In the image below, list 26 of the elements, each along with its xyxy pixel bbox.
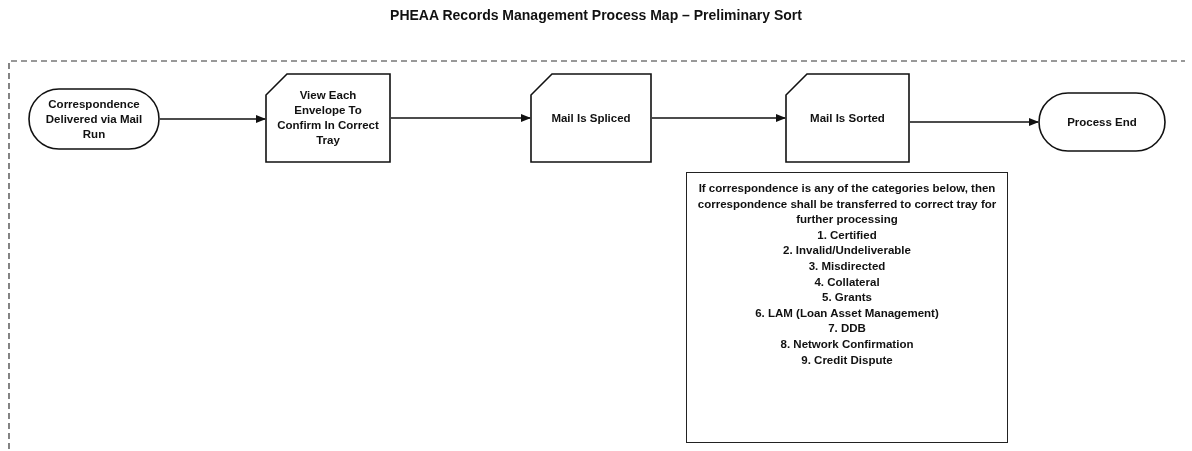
arrow xyxy=(159,115,266,123)
node-label: Process End xyxy=(1066,114,1138,130)
list-item: 5. Grants xyxy=(822,290,872,306)
list-item: 3. Misdirected xyxy=(808,258,886,274)
manual-operation-card xyxy=(785,73,910,163)
arrow xyxy=(909,118,1039,126)
node-label: Mail Is Spliced xyxy=(550,110,632,126)
arrow xyxy=(651,114,786,122)
terminator-shape xyxy=(28,88,160,150)
arrow xyxy=(390,114,531,122)
note-box xyxy=(686,172,1008,443)
diagram-title: PHEAA Records Management Process Map – Preliminary Sort xyxy=(389,7,803,23)
list-item: 8. Network Confirmation xyxy=(780,336,914,352)
list-item: 1. Certified xyxy=(817,227,877,243)
list-item: 2. Invalid/Undeliverable xyxy=(783,243,911,259)
list-item: 6. LAM (Loan Asset Management) xyxy=(755,305,939,321)
manual-operation-card xyxy=(265,73,391,163)
node-label: View Each Envelope To Confirm In Correct Tray xyxy=(276,88,380,148)
list-item: 7. DDB xyxy=(828,321,866,337)
node-label: Correspondence Delivered via Mail Run xyxy=(44,96,144,142)
list-item: 4. Collateral xyxy=(814,274,880,290)
node-label: Mail Is Sorted xyxy=(809,110,886,126)
terminator-shape xyxy=(1038,92,1166,152)
list-item: 9. Credit Dispute xyxy=(801,352,893,368)
manual-operation-card xyxy=(530,73,652,163)
note-text: If correspondence is any of the categories below, then correspondence shall be transferred to correct tray for further processing xyxy=(697,181,997,228)
